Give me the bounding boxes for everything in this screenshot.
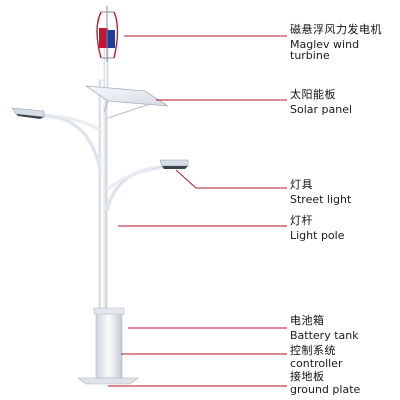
label-zh: 控制系统	[290, 345, 336, 357]
label-zh: 灯具	[290, 179, 313, 191]
label-zh: 电池箱	[290, 315, 325, 327]
battery-tank	[93, 307, 125, 379]
leader-lines	[108, 35, 287, 387]
label-battery-tank: 电池箱 Battery tank	[290, 315, 359, 342]
label-zh: 太阳能板	[290, 89, 336, 101]
street-light-left	[11, 107, 102, 171]
label-zh: 接地板	[290, 371, 325, 383]
label-zh: 磁悬浮风力发电机	[290, 24, 382, 36]
ground-plate	[77, 377, 139, 385]
label-ground-plate: 接地板 ground plate	[290, 371, 361, 396]
label-street-light: 灯具 Street light	[290, 179, 352, 206]
light-pole	[98, 39, 109, 316]
label-en: Solar panel	[290, 103, 353, 116]
label-light-pole: 灯杆 Light pole	[290, 215, 345, 242]
label-solar-panel: 太阳能板 Solar panel	[290, 89, 353, 116]
label-en: Battery tank	[290, 329, 359, 342]
label-maglev-wind-turbine: 磁悬浮风力发电机 Maglev wind turbine	[290, 24, 400, 62]
street-light-right	[105, 159, 189, 211]
label-en: Street light	[290, 193, 352, 206]
label-en: Maglev wind turbine	[290, 38, 360, 62]
label-controller: 控制系统 controller	[290, 345, 343, 370]
label-en: ground plate	[290, 383, 361, 396]
label-zh: 灯杆	[290, 215, 313, 227]
solar-panel	[84, 85, 169, 119]
maglev-wind-turbine	[96, 6, 119, 62]
label-en: Light pole	[290, 229, 345, 242]
label-en: controller	[290, 357, 343, 370]
